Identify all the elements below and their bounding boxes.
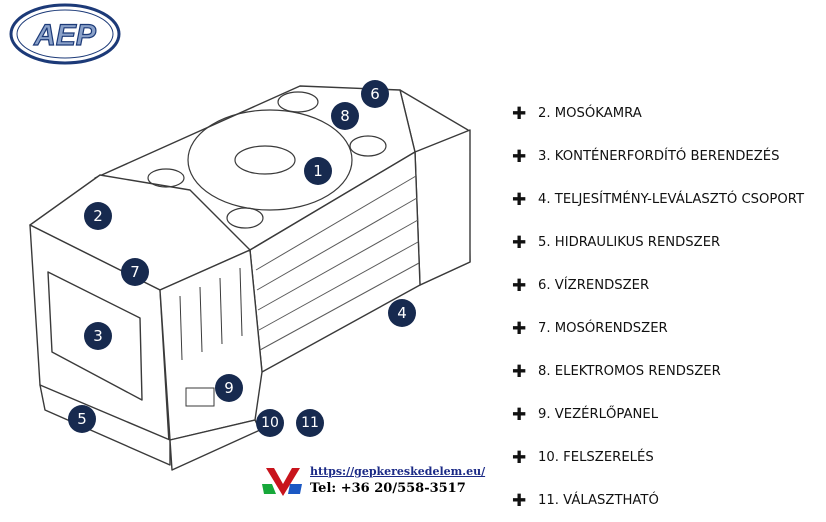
legend-label: 3. KONTÉNERFORDÍTÓ BERENDEZÉS (538, 149, 780, 164)
phone-number: Tel: +36 20/558-3517 (310, 481, 466, 496)
website-link[interactable]: https://gepkereskedelem.eu/ (310, 465, 486, 478)
marker-11[interactable]: 11 (296, 409, 324, 437)
marker-6[interactable]: 6 (361, 80, 389, 108)
legend-label: 10. FELSZERELÉS (538, 450, 654, 465)
legend-label: 4. TELJESÍTMÉNY-LEVÁLASZTÓ CSOPORT (538, 192, 805, 207)
legend-item: ✚ 7. MOSÓRENDSZER (512, 307, 822, 350)
plus-icon: ✚ (512, 232, 527, 253)
legend-item: ✚ 6. VÍZRENDSZER (512, 264, 822, 307)
component-legend: ✚ 2. MOSÓKAMRA ✚ 3. KONTÉNERFORDÍTÓ BEREND… (512, 92, 822, 522)
plus-icon: ✚ (512, 275, 527, 296)
marker-3[interactable]: 3 (84, 322, 112, 350)
plus-icon: ✚ (512, 103, 527, 124)
legend-label: 9. VEZÉRLŐPANEL (538, 407, 659, 422)
aep-logo: AEP (9, 3, 121, 65)
legend-item: ✚ 11. VÁLASZTHATÓ (512, 479, 822, 522)
plus-icon: ✚ (512, 447, 527, 468)
legend-label: 6. VÍZRENDSZER (538, 278, 650, 293)
legend-item: ✚ 9. VEZÉRLŐPANEL (512, 393, 822, 436)
marker-9[interactable]: 9 (215, 374, 243, 402)
marker-10[interactable]: 10 (256, 409, 284, 437)
plus-icon: ✚ (512, 490, 527, 511)
marker-5[interactable]: 5 (68, 405, 96, 433)
base (39, 384, 171, 466)
legend-label: 5. HIDRAULIKUS RENDSZER (538, 235, 721, 250)
marker-8[interactable]: 8 (331, 102, 359, 130)
legend-item: ✚ 8. ELEKTROMOS RENDSZER (512, 350, 822, 393)
logo-text: AEP (33, 19, 97, 52)
legend-item: ✚ 4. TELJESÍTMÉNY-LEVÁLASZTÓ CSOPORT (512, 178, 822, 221)
legend-item: ✚ 3. KONTÉNERFORDÍTÓ BERENDEZÉS (512, 135, 822, 178)
legend-item: ✚ 2. MOSÓKAMRA (512, 92, 822, 135)
plus-icon: ✚ (512, 318, 527, 339)
brand-v-icon (262, 468, 302, 496)
legend-label: 7. MOSÓRENDSZER (538, 321, 668, 336)
legend-label: 8. ELEKTROMOS RENDSZER (538, 364, 721, 379)
marker-7[interactable]: 7 (121, 258, 149, 286)
marker-4[interactable]: 4 (388, 299, 416, 327)
rear-unit-face (414, 129, 471, 286)
plus-icon: ✚ (512, 146, 527, 167)
legend-item: ✚ 10. FELSZERELÉS (512, 436, 822, 479)
plus-icon: ✚ (512, 189, 527, 210)
plus-icon: ✚ (512, 361, 527, 382)
contact-footer: https://gepkereskedelem.eu/ Tel: +36 20/… (262, 462, 502, 502)
plus-icon: ✚ (512, 404, 527, 425)
legend-item: ✚ 5. HIDRAULIKUS RENDSZER (512, 221, 822, 264)
legend-label: 2. MOSÓKAMRA (538, 106, 642, 121)
marker-1[interactable]: 1 (304, 157, 332, 185)
legend-label: 11. VÁLASZTHATÓ (538, 493, 659, 508)
marker-2[interactable]: 2 (84, 202, 112, 230)
